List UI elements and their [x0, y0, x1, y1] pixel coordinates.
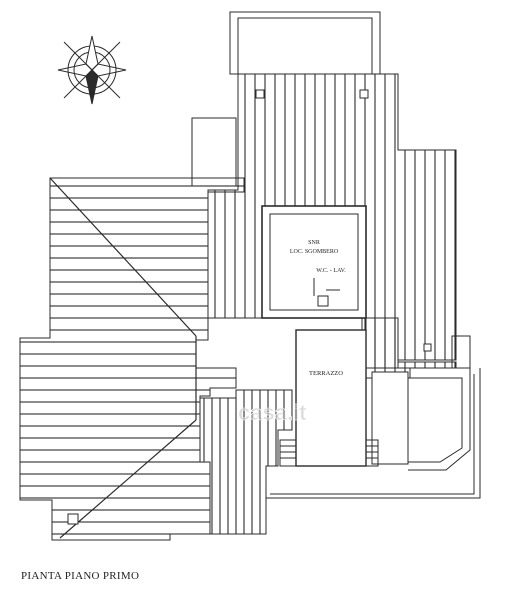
storage-room [261, 205, 367, 319]
storage-room-inner [269, 213, 359, 311]
room-label-storage: LOC. SGOMBERO [290, 249, 339, 255]
vent-marker [423, 343, 432, 352]
chimney-block [191, 117, 237, 187]
vent-marker [67, 513, 79, 525]
south-boundary [265, 368, 481, 534]
room-label-terrace: TERRAZZO [309, 370, 343, 377]
compass-letter: N [89, 89, 95, 98]
room-label-snr: SNR [308, 240, 320, 246]
vent-marker [255, 89, 265, 99]
north-balcony-inner [237, 17, 373, 75]
roof-west-section [19, 177, 245, 541]
roof-north-section [207, 73, 457, 369]
small-stairs [279, 439, 379, 467]
vent-marker [359, 89, 369, 99]
terrace-area [295, 329, 367, 467]
watermark: casa.it [238, 400, 307, 425]
north-balcony-outline [229, 11, 381, 75]
wc-fixture [317, 295, 329, 307]
north-compass [57, 35, 127, 105]
drawing-title: PIANTA PIANO PRIMO [21, 570, 140, 582]
roof-south-section [199, 389, 293, 535]
room-label-wc: W.C. - LAV. [316, 268, 346, 274]
east-lower-structure [371, 335, 471, 471]
